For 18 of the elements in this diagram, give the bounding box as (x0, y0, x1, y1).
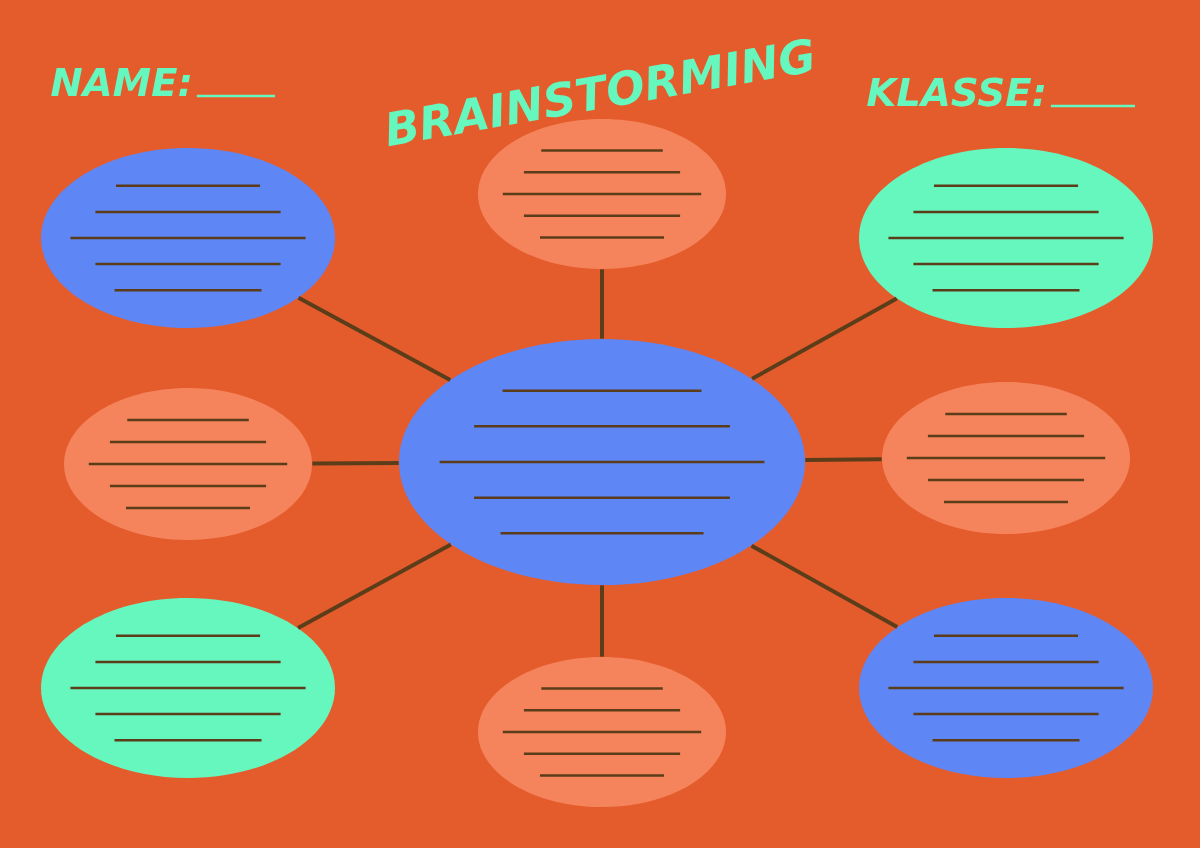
connector-line (297, 296, 452, 382)
idea-ellipse (399, 339, 805, 585)
connector-line (312, 461, 399, 466)
idea-ellipse (859, 598, 1153, 778)
field-label: NAME: (51, 67, 191, 97)
idea-ellipse (478, 657, 726, 807)
connector-line (750, 543, 899, 629)
idea-ellipse (859, 148, 1153, 328)
idea-ellipse (41, 598, 335, 778)
idea-ellipse (41, 148, 335, 328)
connector-line (297, 542, 452, 630)
connector-line (600, 269, 604, 339)
connector-line (600, 585, 604, 657)
idea-ellipse (882, 382, 1130, 534)
connector-line (751, 296, 898, 381)
field-label: KLASSE: (867, 77, 1045, 107)
connector-line (805, 457, 882, 462)
idea-ellipse (64, 388, 312, 540)
